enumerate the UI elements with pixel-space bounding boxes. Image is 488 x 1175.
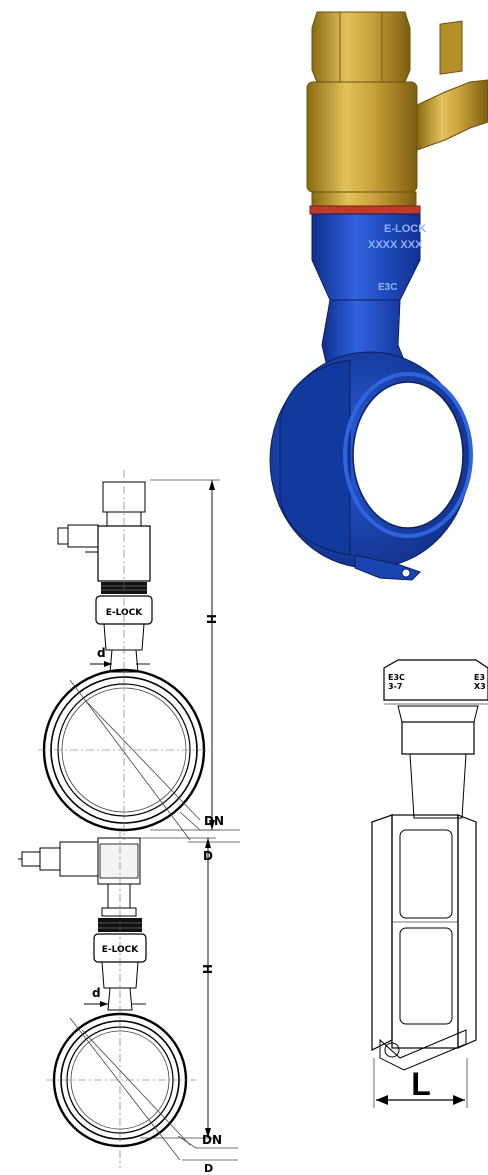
drawing-top-dim-dn: DN — [204, 814, 224, 828]
side-dim-l: L — [411, 1066, 431, 1102]
drawing-bottom-dim-dn: DN — [202, 1133, 222, 1147]
drawing-bottom-collar-text: E-LOCK — [102, 945, 140, 955]
brass-side-stem — [416, 79, 488, 151]
brass-valve-body — [306, 81, 418, 193]
render-marking-1: E-LOCK — [384, 223, 426, 235]
drawing-bottom-dim-h: H — [200, 964, 214, 974]
drawing-bottom-dim-d: d — [92, 986, 101, 1000]
render-marking-2: XXXX XXX — [368, 239, 423, 251]
drawing-bottom-dim-D: D — [204, 1162, 213, 1175]
render-marking-3: E3C — [378, 282, 397, 293]
drawing-front-tee: E-LOCK H d DN D — [18, 830, 238, 1175]
blue-saddle-inner-hole — [352, 381, 464, 529]
drawing-top-collar-text: E-LOCK — [106, 608, 144, 618]
drawing-top-dim-h: H — [204, 614, 218, 624]
fitting-3d-render: E-LOCK XXXX XXX E3C — [269, 11, 488, 581]
brass-hex-nut — [311, 11, 411, 83]
drawing-front-valve: E-LOCK H d DN D — [38, 470, 240, 863]
drawing-top-dim-d: d — [97, 646, 106, 660]
red-seal-ring — [309, 205, 421, 215]
